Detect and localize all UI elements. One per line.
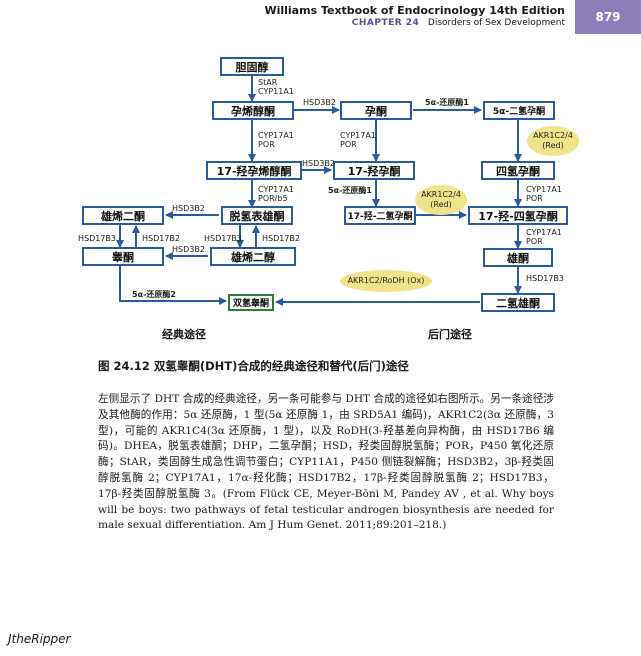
enzyme-cyp17a1-por-b: CYP17A1 POR bbox=[340, 131, 376, 149]
node-dhp: 5α-二氢孕酮 bbox=[483, 101, 555, 120]
node-pregnenolone: 孕烯醇酮 bbox=[212, 101, 294, 120]
node-cholesterol: 胆固醇 bbox=[220, 57, 284, 76]
enzyme-cyp17a1-por-c: CYP17A1 POR bbox=[526, 185, 562, 203]
ellipse-label: AKR1C2/4 (Red) bbox=[533, 131, 573, 150]
book-title: Williams Textbook of Endocrinology 14th … bbox=[264, 4, 565, 17]
enzyme-hsd17b3-b: HSD17B3 bbox=[204, 234, 243, 243]
page-header: Williams Textbook of Endocrinology 14th … bbox=[0, 0, 641, 38]
enzyme-hsd3b2-b: HSD3B2 bbox=[302, 159, 335, 168]
node-androstenediol: 雄烯二醇 bbox=[210, 247, 296, 266]
ellipse-label: AKR1C2/RoDH (Ox) bbox=[347, 276, 425, 285]
pathway-arrows bbox=[116, 75, 522, 306]
node-dhea: 脱氢表雄酮 bbox=[221, 206, 293, 225]
enzyme-hsd17b3-c: HSD17B3 bbox=[526, 274, 565, 283]
node-androstenedione: 雄烯二酮 bbox=[82, 206, 164, 225]
figure-description: 左侧显示了 DHT 合成的经典途径，另一条可能参与 DHT 合成的途径如右图所示… bbox=[98, 393, 554, 532]
chapter-number: CHAPTER 24 bbox=[351, 18, 420, 28]
figure-caption: 图 24.12 双氢睾酮(DHT)合成的经典途径和替代(后门)途径 bbox=[98, 359, 409, 373]
classic-pathway-label: 经典途径 bbox=[162, 328, 206, 341]
page-number: 879 bbox=[595, 10, 621, 24]
node-progesterone: 孕酮 bbox=[340, 101, 412, 120]
enzyme-srd5a2: 5α-还原酶2 bbox=[132, 290, 176, 299]
ellipse-akr1c2-rodh-ox: AKR1C2/RoDH (Ox) bbox=[340, 270, 432, 292]
node-androsterone: 雄酮 bbox=[483, 248, 553, 267]
arrow-testo-dht bbox=[119, 265, 227, 305]
enzyme-star-cyp11a1: StAR CYP11A1 bbox=[258, 78, 294, 96]
enzyme-hsd17b2-b: HSD17B2 bbox=[262, 234, 301, 243]
node-17oh-dhp: 17-羟-二氢孕酮 bbox=[344, 206, 416, 225]
node-allopregnanolone: 四氢孕酮 bbox=[481, 161, 555, 180]
node-17oh-allopregnanolone: 17-羟-四氢孕酮 bbox=[468, 206, 568, 225]
enzyme-hsd3b2-c: HSD3B2 bbox=[172, 204, 205, 213]
watermark: JtheRipper bbox=[8, 632, 71, 646]
enzyme-hsd3b2-d: HSD3B2 bbox=[172, 245, 205, 254]
enzyme-srd5a1-b: 5α-还原酶1 bbox=[328, 186, 372, 195]
page-number-tab: 879 bbox=[575, 0, 641, 34]
enzyme-cyp17a1-por-b5: CYP17A1 POR/b5 bbox=[258, 185, 294, 203]
ellipse-akr1c24-red-top: AKR1C2/4 (Red) bbox=[527, 126, 579, 156]
dht-pathway-diagram: 胆固醇 孕烯醇酮 孕酮 5α-二氢孕酮 17-羟孕烯醇酮 17-羟孕酮 四氢孕酮… bbox=[0, 40, 641, 350]
ellipse-akr1c24-red-mid: AKR1C2/4 (Red) bbox=[415, 185, 467, 215]
enzyme-cyp17a1-por-d: CYP17A1 POR bbox=[526, 228, 562, 246]
enzyme-srd5a1-a: 5α-还原酶1 bbox=[425, 98, 469, 107]
ellipse-label: AKR1C2/4 (Red) bbox=[421, 190, 461, 209]
chapter-line: CHAPTER 24 Disorders of Sex Development bbox=[352, 18, 565, 28]
node-17oh-pregnenolone: 17-羟孕烯醇酮 bbox=[206, 161, 302, 180]
chapter-title: Disorders of Sex Development bbox=[427, 18, 565, 28]
enzyme-hsd17b2-a: HSD17B2 bbox=[142, 234, 181, 243]
node-17oh-progesterone: 17-羟孕酮 bbox=[333, 161, 415, 180]
backdoor-pathway-label: 后门途径 bbox=[428, 328, 472, 341]
enzyme-cyp17a1-por-a: CYP17A1 POR bbox=[258, 131, 294, 149]
node-androstanediol: 二氢雄酮 bbox=[481, 293, 555, 312]
enzyme-hsd3b2-a: HSD3B2 bbox=[303, 98, 336, 107]
node-testosterone: 睾酮 bbox=[82, 247, 164, 266]
node-dht: 双氢睾酮 bbox=[228, 294, 274, 311]
enzyme-hsd17b3-a: HSD17B3 bbox=[78, 234, 117, 243]
